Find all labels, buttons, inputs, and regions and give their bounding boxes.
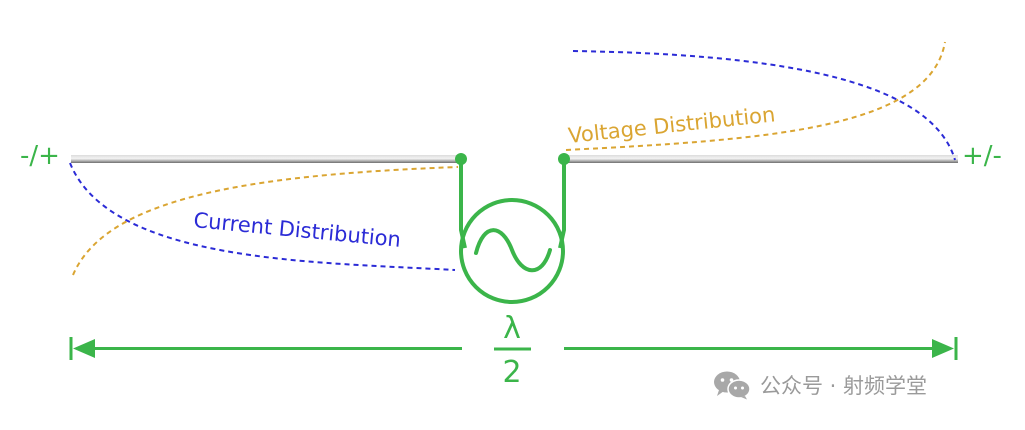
watermark-text: 公众号 · 射频学堂 [760,374,928,398]
sine-wave-icon [474,228,552,273]
voltage-distribution-label: Voltage Distribution [567,102,776,148]
current-distribution-right-curve [572,50,956,161]
dimension-left-arrowhead [73,339,95,358]
lambda-numerator: λ [503,311,521,346]
dimension-right-arrowhead [932,339,954,358]
ac-source [455,153,570,304]
watermark: 公众号 · 射频学堂 [712,370,927,400]
left-dipole-arm [71,155,461,163]
wechat-icon [714,371,751,400]
right-dipole-arm [564,155,958,163]
voltage-distribution-right-curve [565,41,946,151]
right-polarity-label: +/- [962,141,1002,171]
current-distribution-label: Current Distribution [193,208,402,252]
left-polarity-label: -/+ [20,141,60,171]
left-feed-point [455,153,467,165]
lambda-denominator: 2 [502,355,521,390]
right-feed-point [558,153,570,165]
current-distribution-left-curve [69,162,456,271]
half-wavelength-dimension: λ 2 [69,311,958,390]
ac-source-circle [459,198,565,304]
